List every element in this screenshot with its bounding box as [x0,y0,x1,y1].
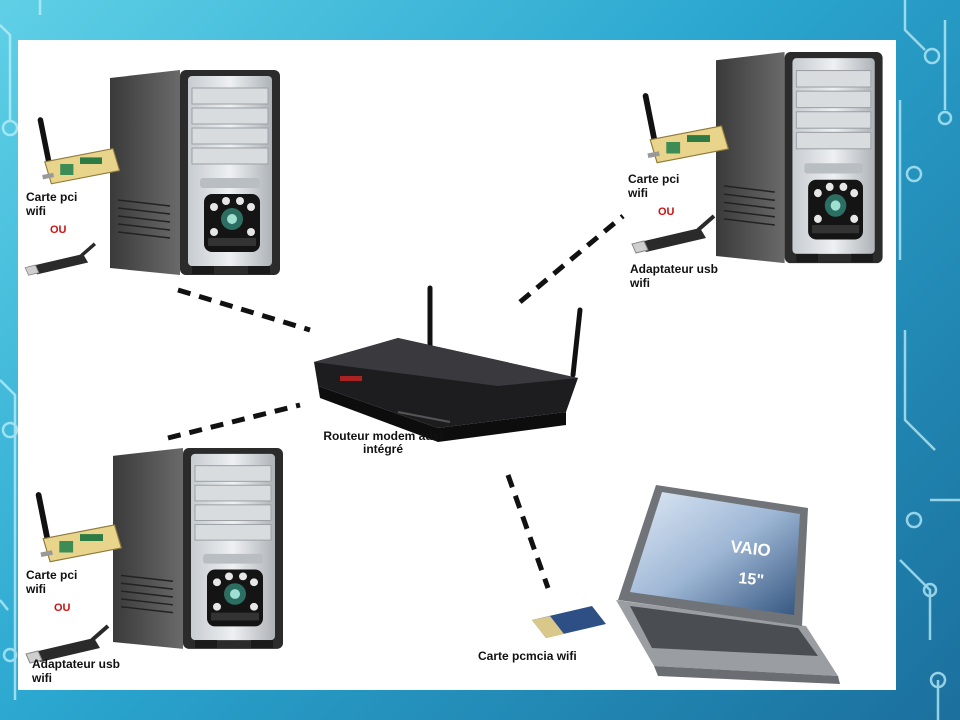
pcmcia-card-icon [532,606,606,638]
link-dashes [167,214,625,589]
pc-top-left-tower [109,69,281,276]
router-label-line1: Routeur modem adsl [323,429,443,443]
network-diagram: VAIO 15" [23,51,884,684]
link-router-pc-top-left [177,287,311,333]
diagram-slide: VAIO 15" Carte pci wifi OU Carte pci wif… [18,40,896,690]
link-router-laptop [505,474,551,589]
laptop-screen-size: 15" [738,570,765,590]
pc-bottom-left-tower [112,447,284,650]
pc-top-left-pci-label: Carte pci wifi [26,190,78,218]
pci-card-icon [646,96,729,163]
laptop-icon [616,485,840,684]
pc-bottom-left-usb-label: Adaptateur usb wifi [32,657,121,685]
router-label: Routeur modem adsl intégré [303,430,463,456]
usb-adapter-icon [23,242,97,277]
link-router-pc-top-right [518,214,625,304]
pc-top-right-tower [715,51,884,264]
pc-bottom-left-or-label: OU [54,602,71,614]
laptop-brand: VAIO [730,537,772,560]
pc-top-right-usb-label: Adaptateur usb wifi [630,262,719,290]
router-icon [314,285,583,442]
pc-top-right-or-label: OU [658,206,675,218]
router-label-line2: intégré [362,442,403,456]
pc-top-left-or-label: OU [50,224,67,236]
pci-card-icon [39,495,122,562]
usb-adapter-icon [630,214,716,255]
link-router-pc-bottom-left [167,402,301,441]
pc-top-right-pci-label: Carte pci wifi [628,172,680,200]
pc-bottom-left-pci-label: Carte pci wifi [26,568,78,596]
pci-card-icon [40,120,119,184]
laptop-card-label: Carte pcmcia wifi [478,649,577,663]
